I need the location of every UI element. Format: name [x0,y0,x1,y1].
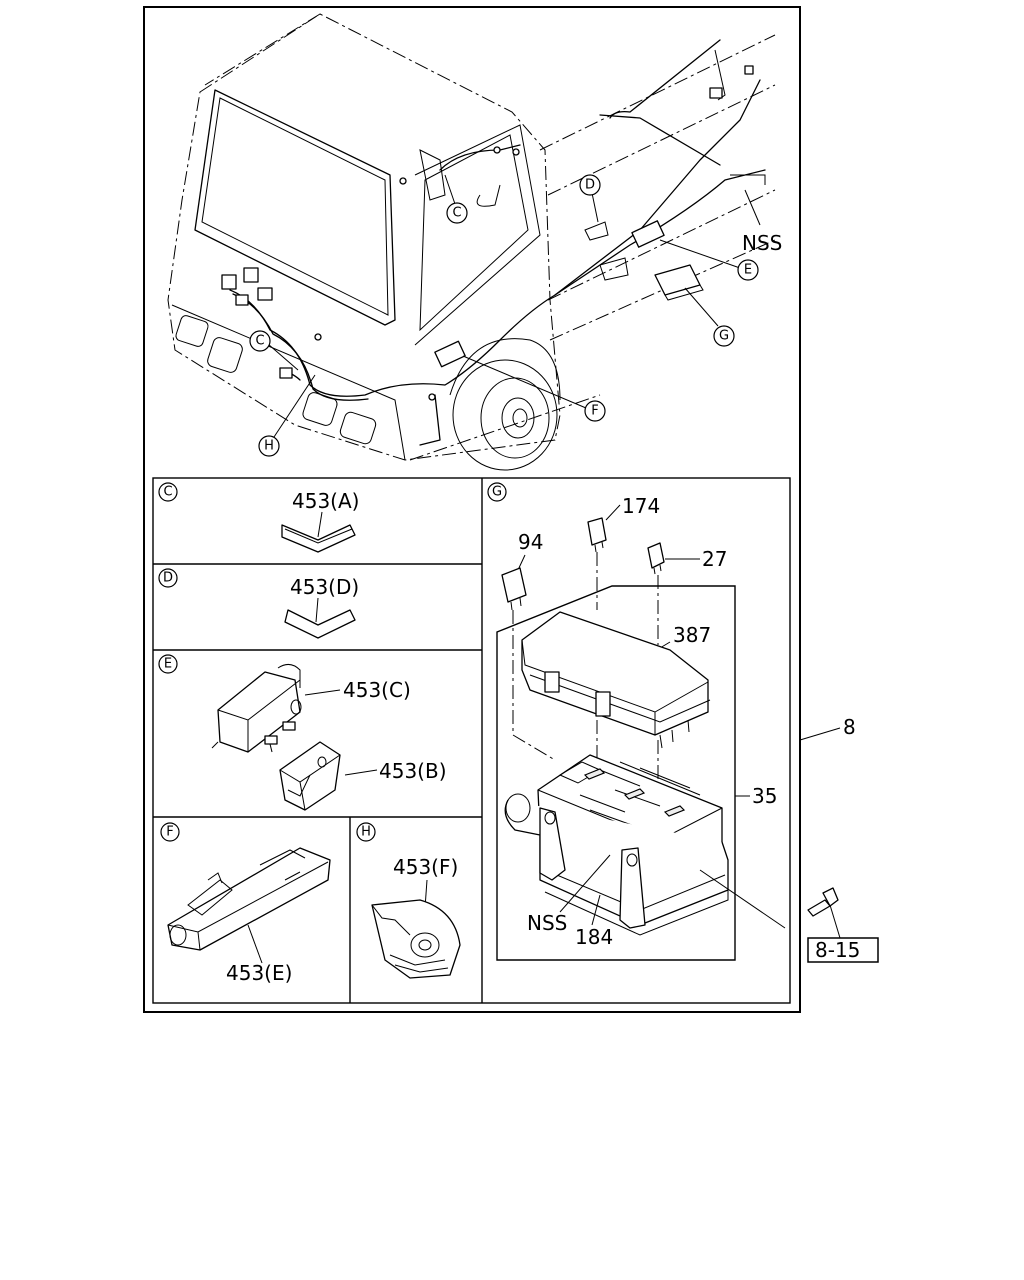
detail-panels-frame [152,477,791,1004]
svg-text:D: D [163,571,173,586]
callout-c-top: C [446,202,468,224]
svg-text:F: F [166,825,173,840]
label-174: 174 [622,494,660,518]
label-453b: 453(B) [379,759,447,783]
label-387: 387 [673,623,711,647]
relay-94 [501,567,527,603]
svg-text:F: F [591,404,598,419]
protector-453f [371,899,461,979]
panel-h: H 453(F) [356,822,461,979]
panel-e: E 453(C) 453(B) [158,654,447,811]
svg-text:G: G [719,329,729,344]
callout-e: E [737,259,759,281]
svg-text:C: C [255,334,264,349]
label-8: 8 [843,715,856,739]
bolt-8-15: 8-15 [699,869,879,963]
svg-text:H: H [361,825,371,840]
truck-illustration [167,13,776,471]
clip-453d [284,609,356,639]
svg-text:D: D [585,178,595,193]
panel-f: F 453(E) [160,822,331,985]
callout-h: H [258,435,280,457]
diagram-frame [143,6,801,1013]
label-nss-main: NSS [742,231,782,255]
label-nss-box: NSS [527,911,567,935]
callout-c-front: C [249,330,271,352]
callout-g: G [713,325,735,347]
svg-text:C: C [452,206,461,221]
truck-leaders [267,174,761,438]
svg-text:E: E [164,657,172,672]
protector-453e [167,847,331,951]
callout-d-top: D [579,174,601,196]
label-453d: 453(D) [290,575,359,599]
relay-174 [587,517,607,546]
cover-387 [521,611,709,736]
fuse-27 [647,542,665,569]
callout-f: F [584,400,606,422]
label-27: 27 [702,547,727,571]
svg-text:H: H [264,439,274,454]
clip-453a [281,524,356,553]
ref-box [807,937,879,963]
leader-8 [799,727,841,741]
label-8-15: 8-15 [815,938,860,962]
panel-c: C 453(A) [158,482,359,553]
label-453c: 453(C) [343,678,411,702]
label-453e: 453(E) [226,961,292,985]
panel-d: D 453(D) [158,568,359,639]
label-94: 94 [518,530,543,554]
label-184: 184 [575,925,613,949]
label-35: 35 [752,784,777,808]
svg-text:G: G [492,485,502,500]
fuse-box-assembly-outline [496,585,736,961]
svg-text:E: E [744,263,752,278]
panel-g: G 174 94 27 387 [487,482,777,961]
svg-text:C: C [163,485,172,500]
label-453a: 453(A) [292,489,359,513]
label-453f: 453(F) [393,855,458,879]
